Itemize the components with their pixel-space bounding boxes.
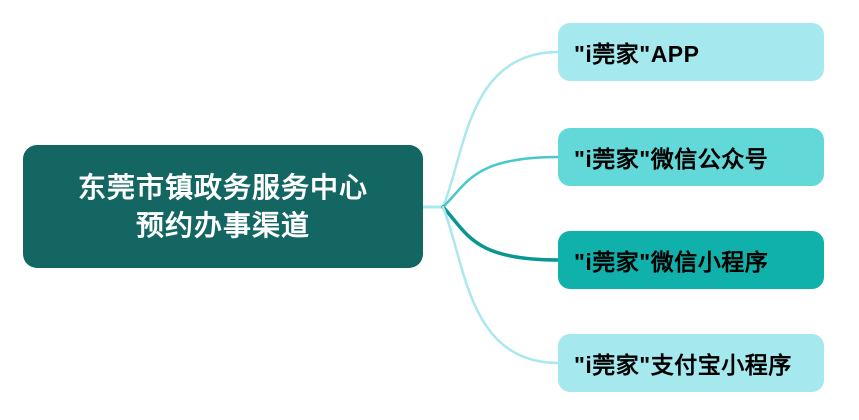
branch-node-alipay-mini-program[interactable]: "i莞家"支付宝小程序: [558, 334, 824, 392]
branch-node-wechat-official-account[interactable]: "i莞家"微信公众号: [558, 128, 824, 186]
edge-root-to-branch-wechat-official-account: [441, 155, 561, 209]
edge-root-to-branch-alipay-mini-program: [441, 205, 561, 365]
branch-node-app[interactable]: "i莞家"APP: [558, 23, 824, 81]
edge-root-to-branch-wechat-mini-program: [441, 205, 561, 262]
root-node[interactable]: 东莞市镇政务服务中心 预约办事渠道: [23, 145, 423, 268]
branch-node-label: "i莞家"微信公众号: [574, 146, 769, 172]
edge-root-to-branch-app: [441, 50, 561, 209]
branch-node-label: "i莞家"支付宝小程序: [574, 352, 792, 378]
branch-node-label: "i莞家"APP: [574, 41, 700, 67]
branch-node-label: "i莞家"微信小程序: [574, 249, 769, 275]
root-node-label-line2: 预约办事渠道: [135, 209, 310, 241]
root-node-label-line1: 东莞市镇政务服务中心: [77, 171, 368, 203]
branch-node-wechat-mini-program[interactable]: "i莞家"微信小程序: [558, 231, 824, 289]
